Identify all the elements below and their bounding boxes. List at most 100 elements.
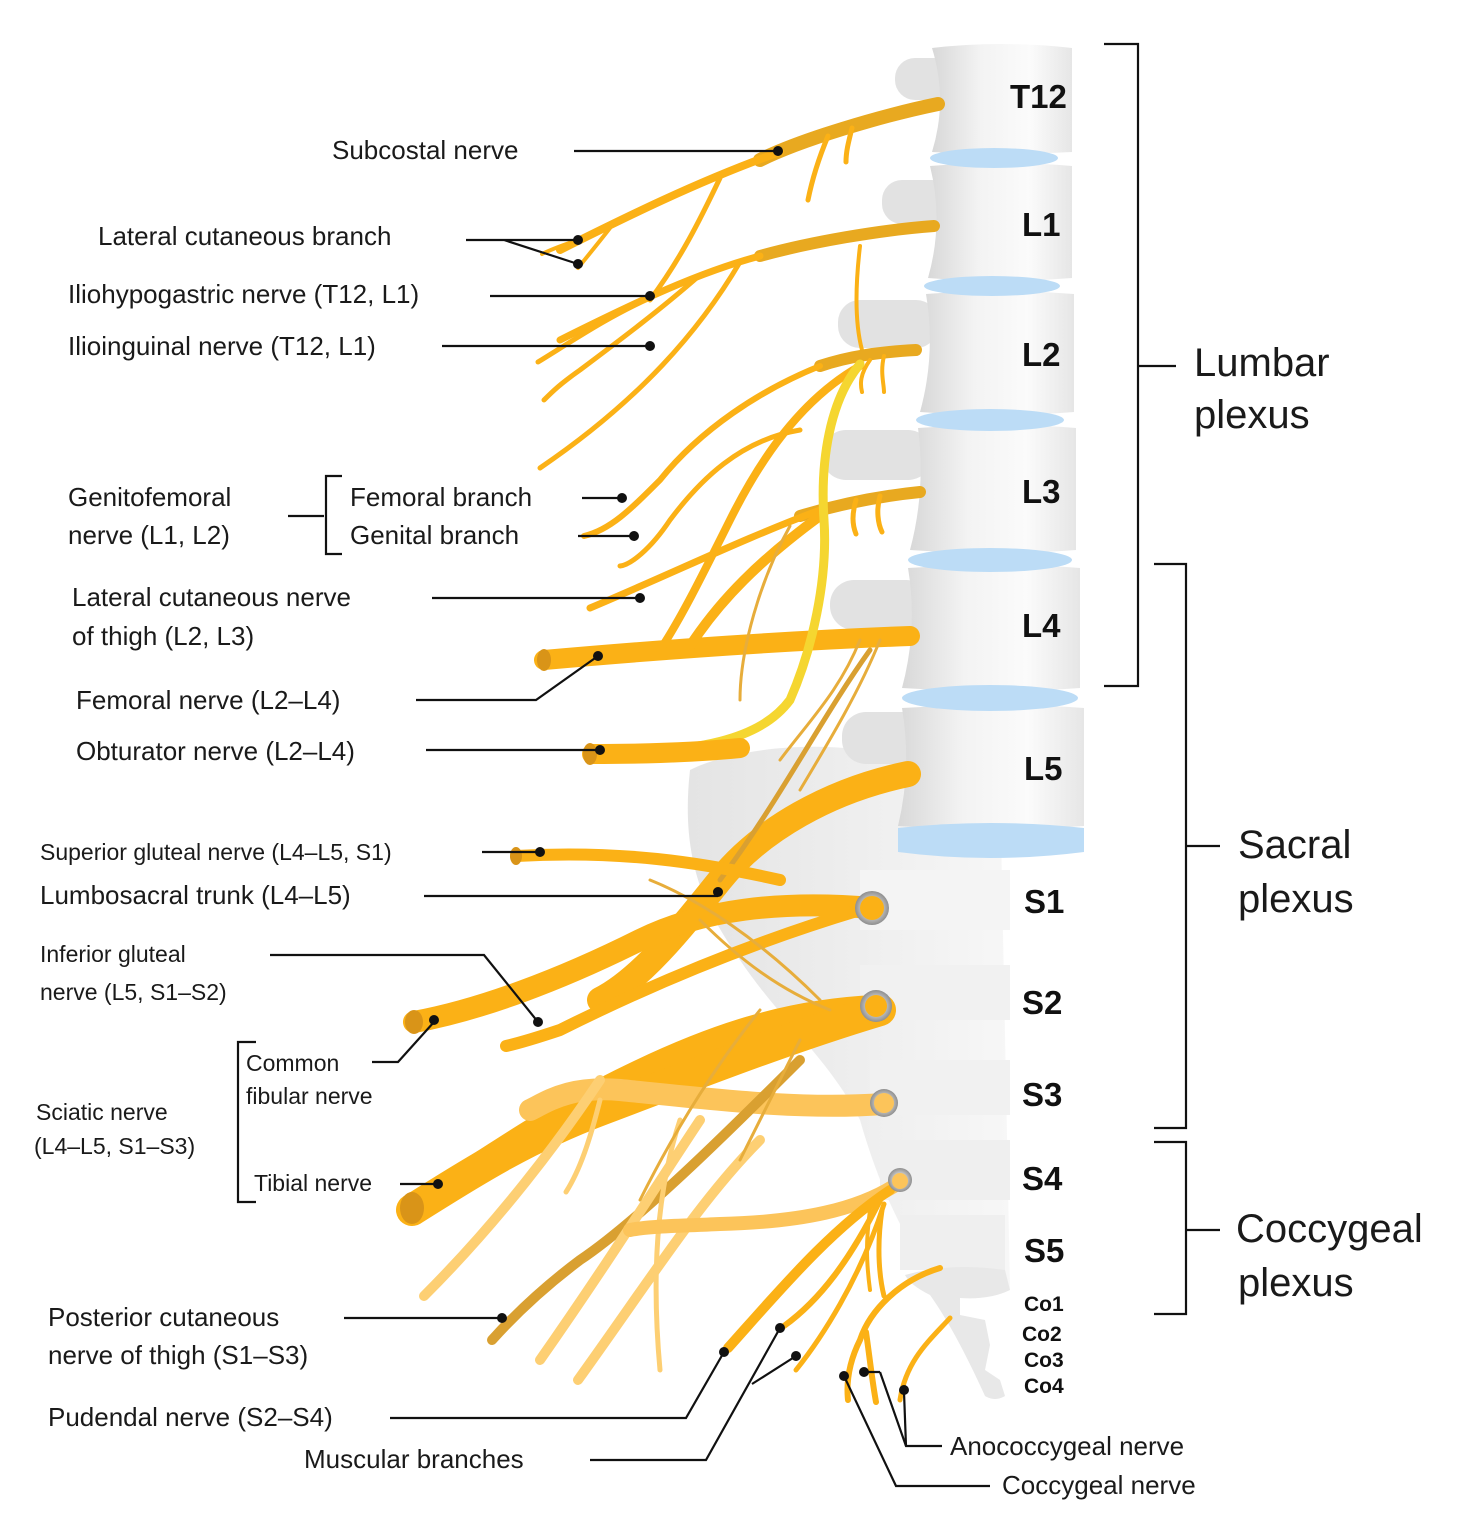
subcostal-twig-2 [843,125,855,165]
l4-lumbosacral-contribution [717,647,873,883]
label-l2: L2 [1022,336,1061,373]
femoral-nerve-cut-end [537,649,551,671]
l3-twig-2 [850,497,859,537]
l3-twig-1 [875,493,885,535]
s4-root-end [892,1173,908,1189]
posterior-cutaneous-nerve-of-thigh [487,1055,805,1345]
label-genital-branch: Genital branch [350,520,519,550]
coccygeal-plexus-line2: plexus [1238,1261,1354,1305]
label-lat-cut-thigh-line1: Lateral cutaneous nerve [72,582,351,612]
disc-l4-l5 [902,685,1078,711]
label-post-cut-thigh-line2: nerve of thigh (S1–S3) [48,1340,308,1370]
label-sciatic-line1: Sciatic nerve [36,1099,168,1125]
label-anococcygeal-nerve: Anococcygeal nerve [950,1431,1184,1461]
label-s5: S5 [1024,1232,1064,1269]
l5-body [898,705,1084,829]
vertebra-labels: T12 L1 L2 L3 L4 L5 S1 S2 S3 S4 S5 Co1 Co… [1010,78,1067,1398]
label-s4: S4 [1022,1160,1063,1197]
label-genitofemoral-line1: Genitofemoral [68,482,231,512]
thread-5 [738,1038,802,1162]
thread-4 [638,1008,762,1202]
light-branch-5 [563,1097,603,1195]
l4-body [902,565,1080,691]
sacral-foramina [855,891,912,1192]
thread-2 [778,638,862,762]
label-s2: S2 [1022,984,1062,1021]
label-inferior-gluteal-line1: Inferior gluteal [40,941,186,967]
tibial-cut-end [400,1192,424,1224]
label-lat-cut-thigh-line2: of thigh (L2, L3) [72,621,254,651]
label-s3: S3 [1022,1076,1062,1113]
l2-twig-2 [859,358,872,394]
l1-l2-connection [854,244,864,352]
leader-lines [236,146,990,1488]
l2-root [814,344,922,372]
label-t12: T12 [1010,78,1067,115]
label-common-fibular-line1: Common [246,1050,339,1076]
label-inferior-gluteal-line2: nerve (L5, S1–S2) [40,979,227,1005]
l2-transverse-process [838,300,938,348]
light-branch-1 [419,1075,605,1301]
light-branch-3 [573,1135,765,1385]
label-femoral-branch: Femoral branch [350,482,532,512]
nerves [396,97,953,1405]
iliohypogastric-branch [535,295,653,365]
l1-root [754,220,940,262]
s4-twig [876,1207,887,1299]
l3-transverse-process [822,430,932,480]
label-ilioinguinal-nerve: Ilioinguinal nerve (T12, L1) [68,331,376,361]
label-co2: Co2 [1022,1323,1062,1346]
sacral-bracket [1154,562,1188,1130]
label-l3: L3 [1022,473,1061,510]
l1-transverse-process [882,180,952,224]
muscular-branch-2 [793,1201,887,1373]
label-lateral-cutaneous-branch: Lateral cutaneous branch [98,221,391,251]
coccygeal-bracket [1154,1140,1188,1316]
sacral-plexus-line2: plexus [1238,877,1354,921]
label-post-cut-thigh-line1: Posterior cutaneous [48,1302,279,1332]
l2-body [920,291,1074,415]
label-subcostal-nerve: Subcostal nerve [332,135,518,165]
genitofemoral-nerve [581,363,823,539]
thread-6 [698,918,832,1012]
label-l1: L1 [1022,206,1061,243]
l4-transverse-process [830,580,930,630]
lumbar-plexus-line1: Lumbar [1194,341,1330,385]
label-sciatic-line2: (L4–L5, S1–S3) [34,1133,195,1159]
label-co4: Co4 [1024,1375,1064,1398]
disc-l5-s1 [898,823,1084,858]
coccyx [905,1266,1010,1399]
sacral-plexus-line1: Sacral [1238,823,1351,867]
t12-body [932,44,1072,154]
disc-l1-l2 [924,276,1060,296]
genital-branch [617,427,803,569]
pudendal-nerve [723,1185,895,1353]
label-femoral-nerve: Femoral nerve (L2–L4) [76,685,340,715]
s3-root-end [874,1093,894,1113]
superior-gluteal-cut-end [510,847,522,865]
coccygeal-branch [863,1329,879,1405]
lateral-cutaneous-nerve-of-thigh [586,506,824,612]
s4-root [623,1175,907,1237]
l3-to-femoral [685,511,825,651]
label-obturator-nerve: Obturator nerve (L2–L4) [76,736,355,766]
label-s1: S1 [1024,883,1064,920]
vertebral-column [822,44,1084,1399]
label-genitofemoral-line2: nerve (L1, L2) [68,520,230,550]
label-co1: Co1 [1024,1293,1064,1316]
subcostal-twig-1 [805,133,831,203]
common-fibular-cut-end [405,1010,423,1034]
label-superior-gluteal-nerve: Superior gluteal nerve (L4–L5, S1) [40,839,392,865]
label-l5: L5 [1024,750,1063,787]
label-iliohypogastric-nerve: Iliohypogastric nerve (T12, L1) [68,279,419,309]
l2-twig [880,354,886,394]
subcostal-nerve-distal [556,148,784,254]
label-lumbosacral-trunk: Lumbosacral trunk (L4–L5) [40,880,351,910]
plexus-brackets: Lumbar plexus Sacral plexus Coccygeal pl… [1104,42,1423,1316]
superior-gluteal-nerve [510,848,786,886]
s2-root-end [865,995,887,1017]
disc-l2-l3 [916,409,1064,431]
s1-root-end [860,896,884,920]
sciatic-s1-contribution [403,894,883,1033]
